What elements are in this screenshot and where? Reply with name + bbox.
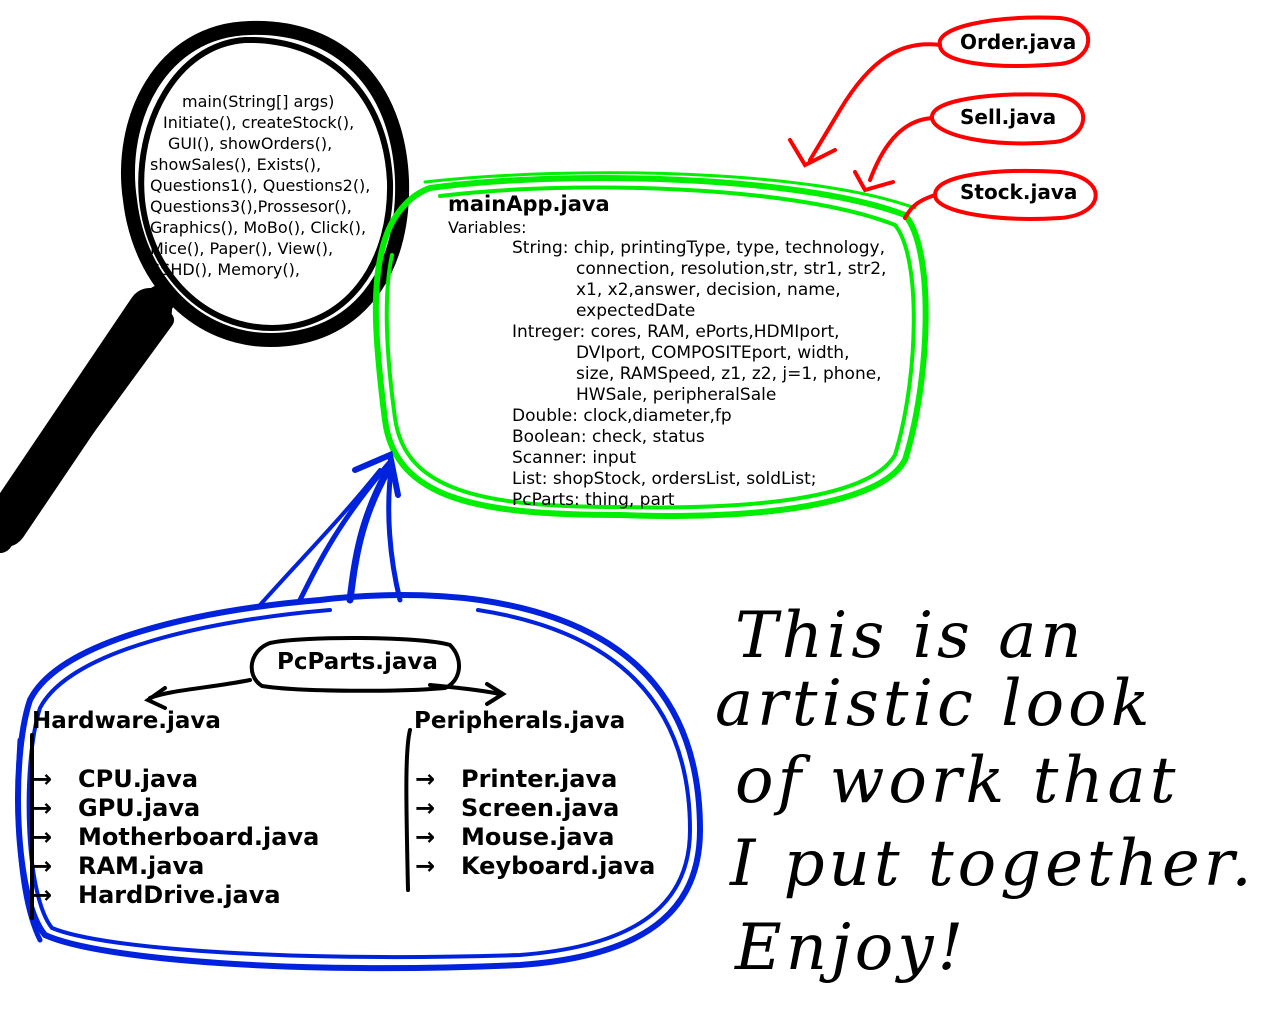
arrow-right-icon: → [415,765,436,793]
stock-file-label: Stock.java [960,180,1078,204]
note-line: This is an [735,599,1086,673]
variable-line: List: shopStock, ordersList, soldList; [512,469,817,489]
method-line: Initiate(), createStock(), [163,113,355,132]
variable-line: connection, resolution,str, str1, str2, [576,259,887,279]
peripheral-item: →Printer.java [415,765,618,793]
hardware-item: →HardDrive.java [32,881,281,909]
variable-line: Scanner: input [512,448,637,468]
main-app-outline [372,171,929,519]
method-line: SSHD(), Memory(), [150,260,300,279]
variable-line: String: chip, printingType, type, techno… [512,238,885,258]
variables-label: Variables: [448,218,527,237]
arrow-right-icon: → [32,881,53,909]
peripheral-item: →Mouse.java [415,823,615,851]
method-line: Questions3(),Prossesor(), [150,197,352,216]
pcparts-root-label: PcParts.java [277,649,438,675]
note-line: artistic look [715,667,1154,741]
hardware-item: →RAM.java [32,852,205,880]
variable-line: PcParts: thing, part [512,490,675,510]
variable-line: expectedDate [576,301,696,321]
variable-line: Boolean: check, status [512,427,705,447]
peripheral-item: →Keyboard.java [415,852,656,880]
order-file-label: Order.java [960,30,1077,54]
note-line: I put together. [730,827,1256,901]
arrow-right-icon: → [32,823,53,851]
variable-line: Double: clock,diameter,fp [512,406,732,426]
method-line: Questions1(), Questions2(), [150,176,371,195]
arrow-right-icon: → [32,765,53,793]
peripherals-label: Peripherals.java [414,708,626,734]
magnifier-handle [0,285,175,553]
arrow-right-icon: → [415,823,436,851]
method-line: Mice(), Paper(), View(), [150,239,334,258]
note-line: of work that [735,744,1180,818]
hardware-item: →CPU.java [32,765,199,793]
variable-line: x1, x2,answer, decision, name, [576,280,841,300]
variable-line: DVIport, COMPOSITEport, width, [576,343,850,363]
variable-line: Intreger: cores, RAM, ePorts,HDMIport, [512,322,840,342]
method-line: showSales(), Exists(), [150,155,322,174]
peripheral-item: →Screen.java [415,794,620,822]
arrow-right-icon: → [32,852,53,880]
hardware-label: Hardware.java [32,708,221,734]
arrow-right-icon: → [32,794,53,822]
variable-line: size, RAMSpeed, z1, z2, j=1, phone, [576,364,882,384]
arrow-right-icon: → [415,794,436,822]
main-app-title: mainApp.java [448,192,610,216]
hardware-item: →Motherboard.java [32,823,320,851]
method-line: main(String[] args) [182,92,335,111]
method-line: GUI(), showOrders(), [168,134,333,153]
pcparts-branches [30,636,507,920]
satellite-outlines [788,15,1098,221]
pcparts-outline [15,450,704,972]
note-line: Enjoy! [735,911,968,985]
magnifier-lens-ring [121,20,410,348]
arrow-right-icon: → [415,852,436,880]
hardware-item: →GPU.java [32,794,201,822]
sell-file-label: Sell.java [960,105,1057,129]
method-line: Graphics(), MoBo(), Click(), [150,218,367,237]
variable-line: HWSale, peripheralSale [576,385,777,405]
